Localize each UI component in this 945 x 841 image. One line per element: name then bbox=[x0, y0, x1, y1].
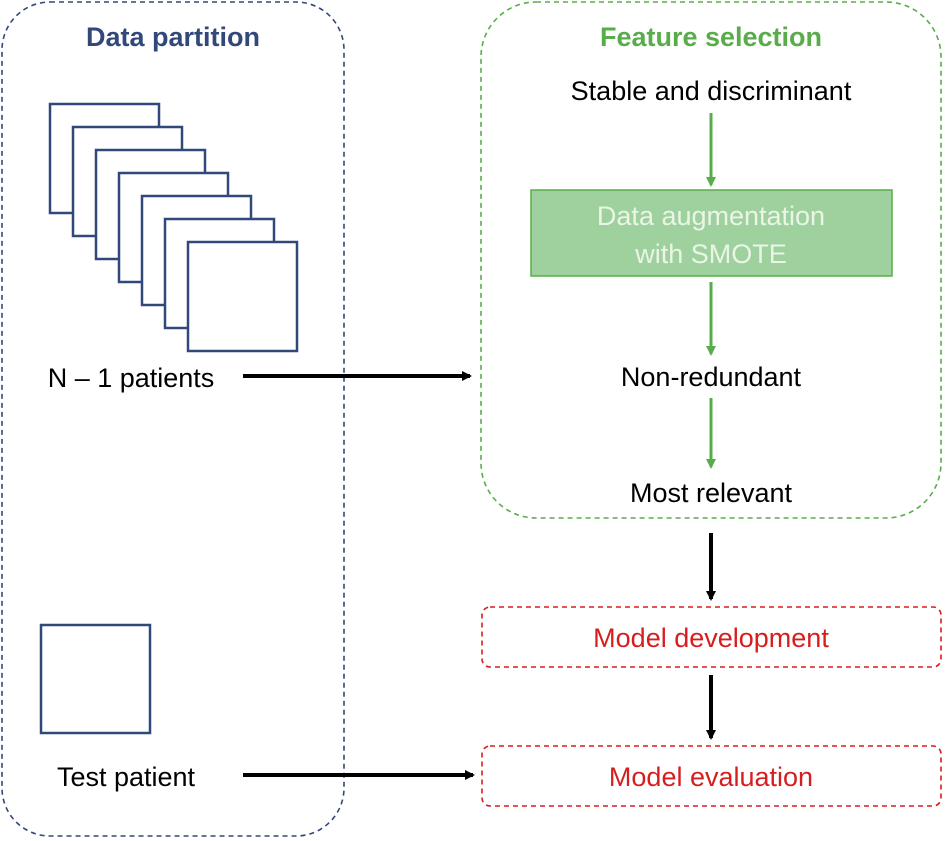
data-partition-title: Data partition bbox=[86, 22, 260, 52]
smote-line-1: Data augmentation bbox=[597, 201, 825, 231]
model-development-label: Model development bbox=[593, 623, 829, 653]
feature-selection-panel bbox=[480, 1, 942, 519]
test-patient-square bbox=[39, 623, 152, 735]
feature-selection-title: Feature selection bbox=[600, 22, 822, 52]
step-non-redundant: Non-redundant bbox=[621, 362, 802, 392]
training-patients-stack bbox=[48, 102, 299, 353]
model-evaluation-box bbox=[481, 745, 942, 807]
step-stable-discriminant: Stable and discriminant bbox=[571, 76, 852, 106]
smote-box bbox=[530, 189, 893, 277]
patient-square bbox=[186, 240, 299, 353]
smote-line-2: with SMOTE bbox=[634, 239, 787, 269]
test-patient-label: Test patient bbox=[57, 762, 196, 792]
train-patients-label: N – 1 patients bbox=[48, 363, 215, 393]
model-evaluation-label: Model evaluation bbox=[609, 762, 813, 792]
step-most-relevant: Most relevant bbox=[630, 478, 793, 508]
model-development-box bbox=[481, 606, 942, 668]
